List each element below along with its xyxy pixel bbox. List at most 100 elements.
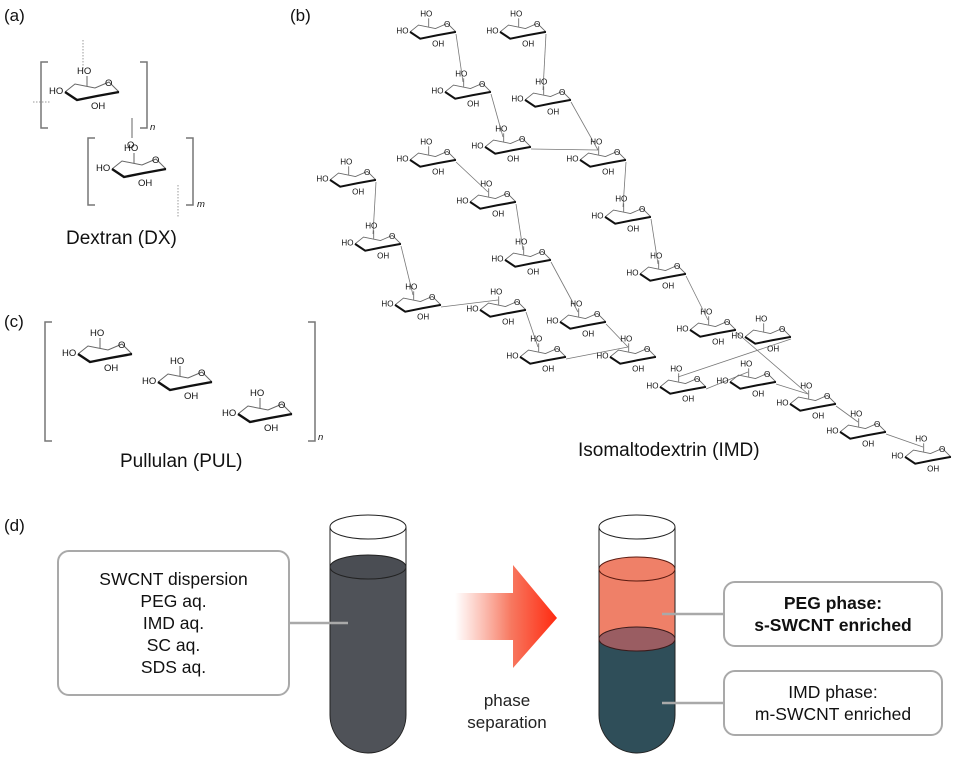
svg-text:HO: HO bbox=[670, 365, 682, 374]
phase-separation-caption: phase separation bbox=[452, 690, 562, 734]
svg-text:HO: HO bbox=[515, 238, 527, 247]
dextran-caption: Dextran (DX) bbox=[66, 228, 177, 249]
svg-text:HO: HO bbox=[124, 143, 138, 154]
glycosidic-bond bbox=[440, 299, 499, 308]
glycosidic-bond bbox=[570, 101, 599, 151]
svg-text:O: O bbox=[278, 400, 285, 411]
svg-text:HO: HO bbox=[96, 163, 110, 174]
svg-text:O: O bbox=[444, 20, 450, 29]
svg-text:O: O bbox=[724, 318, 730, 327]
callout-line: PEG phase: bbox=[783, 593, 883, 613]
isomaltodextrin-caption: Isomaltodextrin (IMD) bbox=[578, 440, 760, 461]
svg-text:OH: OH bbox=[582, 329, 594, 338]
svg-text:HO: HO bbox=[490, 288, 502, 297]
svg-text:O: O bbox=[554, 345, 560, 354]
glycosidic-bond bbox=[685, 275, 709, 321]
svg-text:HO: HO bbox=[511, 95, 523, 104]
svg-text:OH: OH bbox=[522, 39, 534, 48]
svg-text:HO: HO bbox=[170, 356, 184, 367]
glycosidic-bond bbox=[835, 405, 859, 423]
liquid-surface bbox=[329, 554, 407, 580]
svg-text:OH: OH bbox=[352, 187, 364, 196]
imd-phase-callout: IMD phase: m-SWCNT enriched bbox=[723, 670, 943, 736]
sugar-ring: O HO OH HO bbox=[511, 78, 572, 116]
svg-text:OH: OH bbox=[492, 209, 504, 218]
glycosidic-bond bbox=[565, 346, 629, 360]
svg-text:HO: HO bbox=[776, 399, 788, 408]
svg-text:O: O bbox=[389, 232, 395, 241]
svg-text:HO: HO bbox=[365, 222, 377, 231]
panel-label-d: (d) bbox=[4, 516, 25, 535]
panel-label-b: (b) bbox=[290, 6, 311, 25]
svg-text:HO: HO bbox=[676, 325, 688, 334]
svg-text:OH: OH bbox=[264, 423, 278, 434]
test-tube-mixed bbox=[288, 514, 407, 754]
svg-text:OH: OH bbox=[602, 167, 614, 176]
svg-text:O: O bbox=[519, 135, 525, 144]
svg-text:HO: HO bbox=[456, 197, 468, 206]
svg-text:HO: HO bbox=[495, 125, 507, 134]
svg-text:HO: HO bbox=[615, 195, 627, 204]
svg-text:HO: HO bbox=[535, 78, 547, 87]
svg-text:OH: OH bbox=[432, 167, 444, 176]
peg-phase-callout: PEG phase: s-SWCNT enriched bbox=[723, 581, 943, 647]
callout-line: IMD phase: bbox=[788, 682, 878, 702]
svg-text:OH: OH bbox=[432, 39, 444, 48]
svg-text:HO: HO bbox=[431, 87, 443, 96]
svg-text:HO: HO bbox=[316, 175, 328, 184]
svg-text:O: O bbox=[764, 370, 770, 379]
svg-text:HO: HO bbox=[510, 10, 522, 19]
svg-text:O: O bbox=[674, 262, 680, 271]
glycosidic-bond bbox=[735, 331, 809, 395]
svg-text:OH: OH bbox=[862, 439, 874, 448]
svg-text:OH: OH bbox=[377, 251, 389, 260]
caption-line: separation bbox=[467, 713, 547, 732]
peg-surface bbox=[598, 556, 676, 582]
svg-text:OH: OH bbox=[527, 267, 539, 276]
svg-text:HO: HO bbox=[591, 212, 603, 221]
svg-text:OH: OH bbox=[812, 411, 824, 420]
callout-line: SC aq. bbox=[146, 635, 201, 655]
svg-text:O: O bbox=[559, 88, 565, 97]
svg-text:O: O bbox=[118, 340, 125, 351]
svg-text:O: O bbox=[444, 148, 450, 157]
svg-text:O: O bbox=[824, 392, 830, 401]
svg-text:HO: HO bbox=[340, 158, 352, 167]
svg-text:HO: HO bbox=[626, 269, 638, 278]
svg-text:O: O bbox=[479, 80, 485, 89]
glycosidic-bond bbox=[490, 93, 504, 138]
svg-text:OH: OH bbox=[662, 281, 674, 290]
svg-text:OH: OH bbox=[547, 107, 559, 116]
svg-text:OH: OH bbox=[184, 391, 198, 402]
svg-text:HO: HO bbox=[405, 283, 417, 292]
glycosidic-bond bbox=[775, 383, 809, 395]
svg-text:HO: HO bbox=[530, 335, 542, 344]
svg-text:HO: HO bbox=[90, 328, 104, 339]
panel-label-a: (a) bbox=[4, 6, 25, 25]
svg-text:OH: OH bbox=[502, 317, 514, 326]
svg-text:O: O bbox=[364, 168, 370, 177]
svg-text:HO: HO bbox=[650, 252, 662, 261]
svg-text:HO: HO bbox=[491, 255, 503, 264]
svg-text:O: O bbox=[939, 445, 945, 454]
svg-text:OH: OH bbox=[138, 178, 152, 189]
svg-text:HO: HO bbox=[740, 360, 752, 369]
svg-text:HO: HO bbox=[62, 348, 76, 359]
svg-text:OH: OH bbox=[682, 394, 694, 403]
bracket-left-m bbox=[87, 137, 95, 206]
glycosidic-bond bbox=[525, 311, 539, 348]
svg-text:O: O bbox=[514, 298, 520, 307]
svg-text:HO: HO bbox=[590, 138, 602, 147]
svg-text:HO: HO bbox=[546, 317, 558, 326]
svg-text:OH: OH bbox=[542, 364, 554, 373]
caption-line: phase bbox=[483, 691, 531, 710]
